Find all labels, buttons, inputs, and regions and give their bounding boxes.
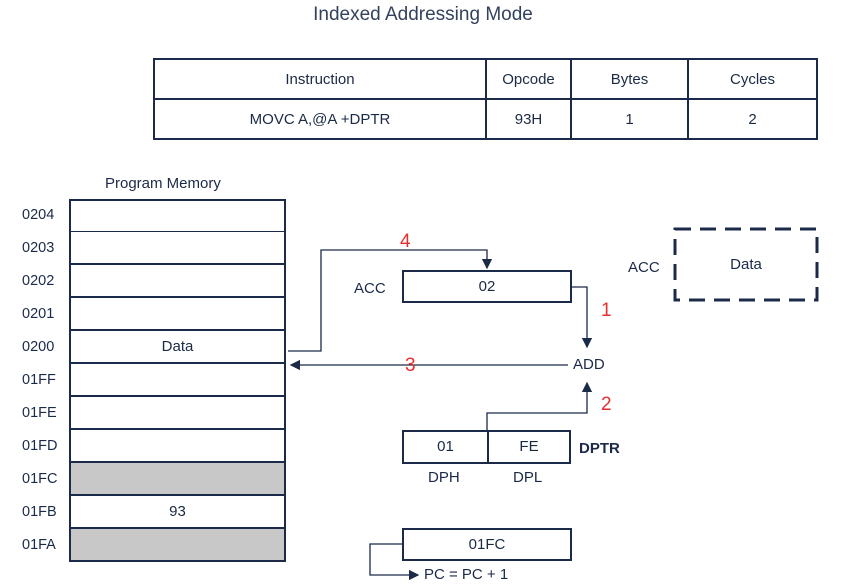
header-bytes: Bytes bbox=[570, 58, 689, 100]
cell-opcode: 93H bbox=[485, 98, 572, 140]
path-1-line bbox=[570, 286, 593, 349]
pc-register: 01FC bbox=[402, 528, 572, 561]
add-label: ADD bbox=[573, 356, 605, 373]
header-cycles: Cycles bbox=[687, 58, 818, 100]
memory-cell-01fb: 93 bbox=[69, 496, 286, 529]
step-2-label: 2 bbox=[601, 394, 612, 415]
pc-caption: PC = PC + 1 bbox=[424, 566, 509, 583]
cell-instruction: MOVC A,@A +DPTR bbox=[153, 98, 487, 140]
memory-cell-01fe bbox=[69, 397, 286, 430]
dph-label: DPH bbox=[428, 469, 460, 486]
memory-address-0200: 0200 bbox=[22, 339, 55, 355]
instruction-table: Instruction Opcode Bytes Cycles MOVC A,@… bbox=[153, 58, 818, 140]
path-4-line bbox=[288, 249, 493, 352]
memory-cell-0200: Data bbox=[69, 331, 286, 364]
memory-address-0201: 0201 bbox=[22, 306, 55, 322]
dpl-register: FE bbox=[487, 430, 571, 464]
table-row: MOVC A,@A +DPTR 93H 1 2 bbox=[153, 98, 818, 140]
step-4-label: 4 bbox=[400, 231, 411, 252]
memory-cell-0202 bbox=[69, 265, 286, 298]
acc-result-value: Data bbox=[730, 256, 762, 273]
cell-bytes: 1 bbox=[570, 98, 689, 140]
memory-cell-0201 bbox=[69, 298, 286, 331]
memory-cell-01fa bbox=[69, 529, 286, 562]
cell-cycles: 2 bbox=[687, 98, 818, 140]
page-title: Indexed Addressing Mode bbox=[313, 4, 533, 25]
memory-cell-01fc bbox=[69, 463, 286, 496]
table-header-row: Instruction Opcode Bytes Cycles bbox=[153, 58, 818, 100]
memory-address-01fb: 01FB bbox=[22, 504, 57, 520]
memory-address-01fd: 01FD bbox=[22, 438, 58, 454]
memory-address-0202: 0202 bbox=[22, 273, 55, 289]
header-instruction: Instruction bbox=[153, 58, 487, 100]
program-memory-label: Program Memory bbox=[105, 175, 221, 192]
path-2-line bbox=[486, 381, 593, 430]
dptr-label: DPTR bbox=[579, 440, 620, 457]
memory-address-0203: 0203 bbox=[22, 240, 55, 256]
memory-cell-01fd bbox=[69, 430, 286, 463]
acc-result-label: ACC bbox=[628, 259, 660, 276]
pc-loop-line bbox=[369, 543, 420, 581]
header-opcode: Opcode bbox=[485, 58, 572, 100]
acc-label: ACC bbox=[354, 280, 386, 297]
memory-address-01ff: 01FF bbox=[22, 372, 56, 388]
memory-cell-0203 bbox=[69, 232, 286, 265]
acc-result-dashed-box bbox=[673, 227, 819, 302]
memory-address-01fa: 01FA bbox=[22, 537, 56, 553]
dpl-label: DPL bbox=[513, 469, 543, 486]
step-1-label: 1 bbox=[601, 300, 612, 321]
memory-cell-01ff bbox=[69, 364, 286, 397]
step-3-label: 3 bbox=[405, 355, 416, 376]
memory-address-01fc: 01FC bbox=[22, 471, 58, 487]
memory-address-0204: 0204 bbox=[22, 207, 55, 223]
memory-address-01fe: 01FE bbox=[22, 405, 57, 421]
acc-register: 02 bbox=[402, 270, 572, 303]
dph-register: 01 bbox=[402, 430, 489, 464]
